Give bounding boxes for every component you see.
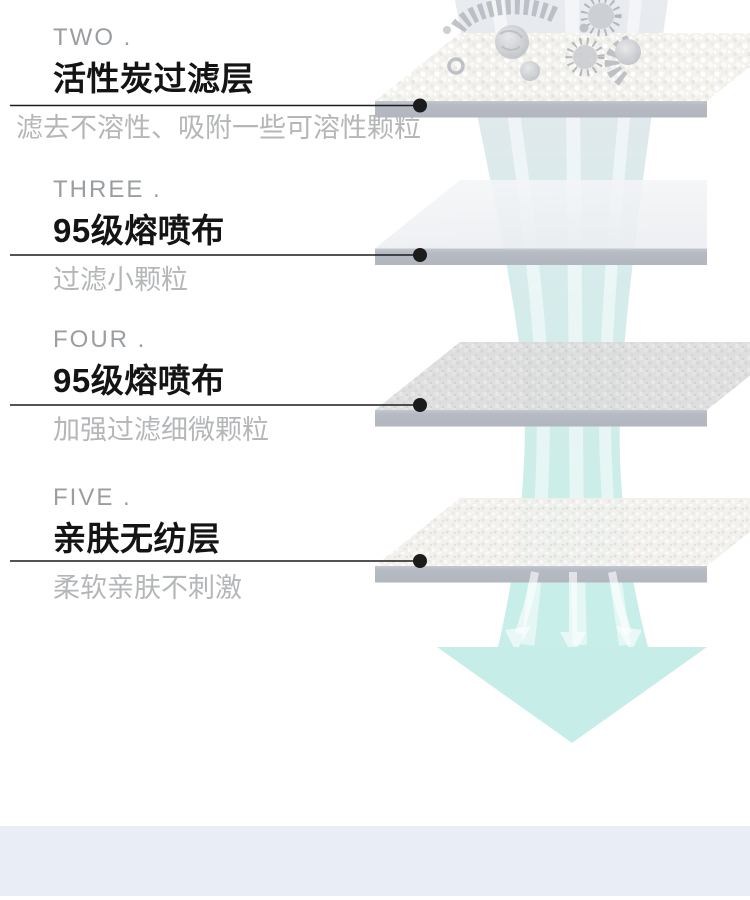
particle-ring — [447, 57, 465, 75]
layer-title: 95级熔喷布 — [53, 362, 225, 399]
layer-edge — [375, 101, 707, 118]
footer-band — [0, 826, 750, 896]
section-layer-four: FOUR . 95级熔喷布 加强过滤细微颗粒 — [0, 328, 440, 446]
layer-description: 柔软亲肤不刺激 — [53, 572, 242, 603]
layer-description: 滤去不溶性、吸附一些可溶性颗粒 — [16, 112, 421, 143]
layer-description: 过滤小颗粒 — [53, 264, 188, 295]
layer-title: 亲肤无纺层 — [53, 520, 221, 557]
section-number: THREE . — [53, 176, 162, 203]
particle-sphere — [615, 39, 641, 65]
layer-edge — [375, 566, 707, 583]
flow-mini-arrows — [505, 571, 642, 656]
section-number: TWO . — [53, 24, 133, 51]
bacteria-illustration — [443, 0, 641, 87]
virus-spiky-2 — [565, 37, 605, 77]
section-layer-two: TWO . 活性炭过滤层 滤去不溶性、吸附一些可溶性颗粒 — [0, 26, 440, 144]
layer-title: 活性炭过滤层 — [53, 60, 254, 97]
leader-lines — [10, 98, 427, 568]
cell-coil — [495, 25, 529, 59]
filter-layer-carbon — [375, 33, 750, 118]
section-number: FOUR . — [53, 326, 147, 353]
layer-edge — [375, 248, 707, 265]
filter-layer-meltblown-1 — [375, 180, 707, 265]
section-layer-three: THREE . 95级熔喷布 过滤小颗粒 — [0, 178, 440, 296]
filter-layer-nonwoven — [375, 498, 750, 583]
down-arrow — [437, 647, 707, 743]
section-number: FIVE . — [53, 484, 132, 511]
layer-edge — [375, 410, 707, 427]
layer-title: 95级熔喷布 — [53, 212, 225, 249]
particle-sphere — [520, 61, 540, 81]
section-layer-five: FIVE . 亲肤无纺层 柔软亲肤不刺激 — [0, 486, 440, 604]
layer-description: 加强过滤细微颗粒 — [53, 414, 269, 445]
virus-spiky-1 — [580, 0, 622, 37]
filter-layer-meltblown-2 — [375, 342, 750, 427]
particle-dot — [443, 26, 451, 34]
particle-dot — [579, 23, 589, 33]
